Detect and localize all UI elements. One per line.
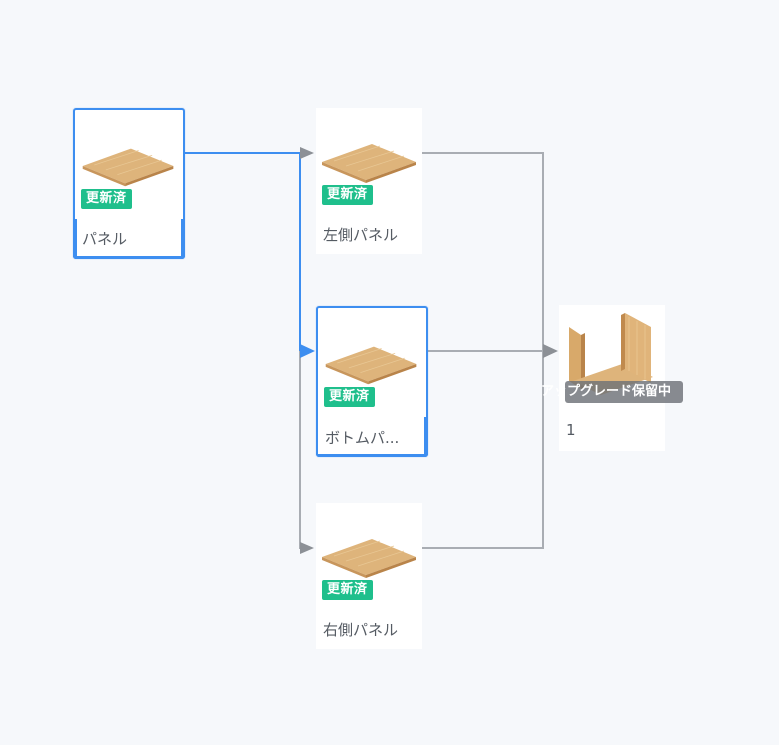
node-right-panel[interactable]: 更新済 右側パネル [316,503,422,649]
selection-accent [424,417,428,457]
flat-panel-icon [82,148,174,187]
node-label: 右側パネル [323,621,399,639]
pending-status-text: アップグレード保留中 [541,384,672,399]
status-badge: 更新済 [322,185,373,205]
status-badge: 更新済 [322,580,373,600]
node-label: 左側パネル [323,226,399,244]
node-label: 1 [566,421,576,439]
selection-accent [73,256,185,259]
node-label: パネル [82,230,128,248]
edge-arrow-right [300,542,314,554]
node-label: ボトムパ... [325,429,400,447]
selection-accent [316,454,428,457]
node-bottom-panel[interactable]: 更新済 ボトムパ... [316,306,428,457]
edge-root-trunk-grey [299,351,306,549]
pending-status-chip [565,381,683,403]
edge-arrow-bottom [300,344,315,358]
status-badge: 更新済 [81,189,132,209]
selection-accent [181,219,185,259]
status-badge: 更新済 [324,387,375,407]
node-assembly[interactable]: アップグレード保留中 1 [541,305,683,451]
edge-arrow-assembly [543,344,558,358]
edge-arrow-left [300,147,314,159]
flat-panel-icon [322,539,416,578]
flat-panel-icon [325,346,417,385]
selection-accent [73,219,77,259]
node-panel[interactable]: 更新済 パネル [73,108,185,259]
flat-panel-icon [322,144,416,183]
node-left-panel[interactable]: 更新済 左側パネル [316,108,422,254]
edge-root-trunk-blue [299,153,306,352]
